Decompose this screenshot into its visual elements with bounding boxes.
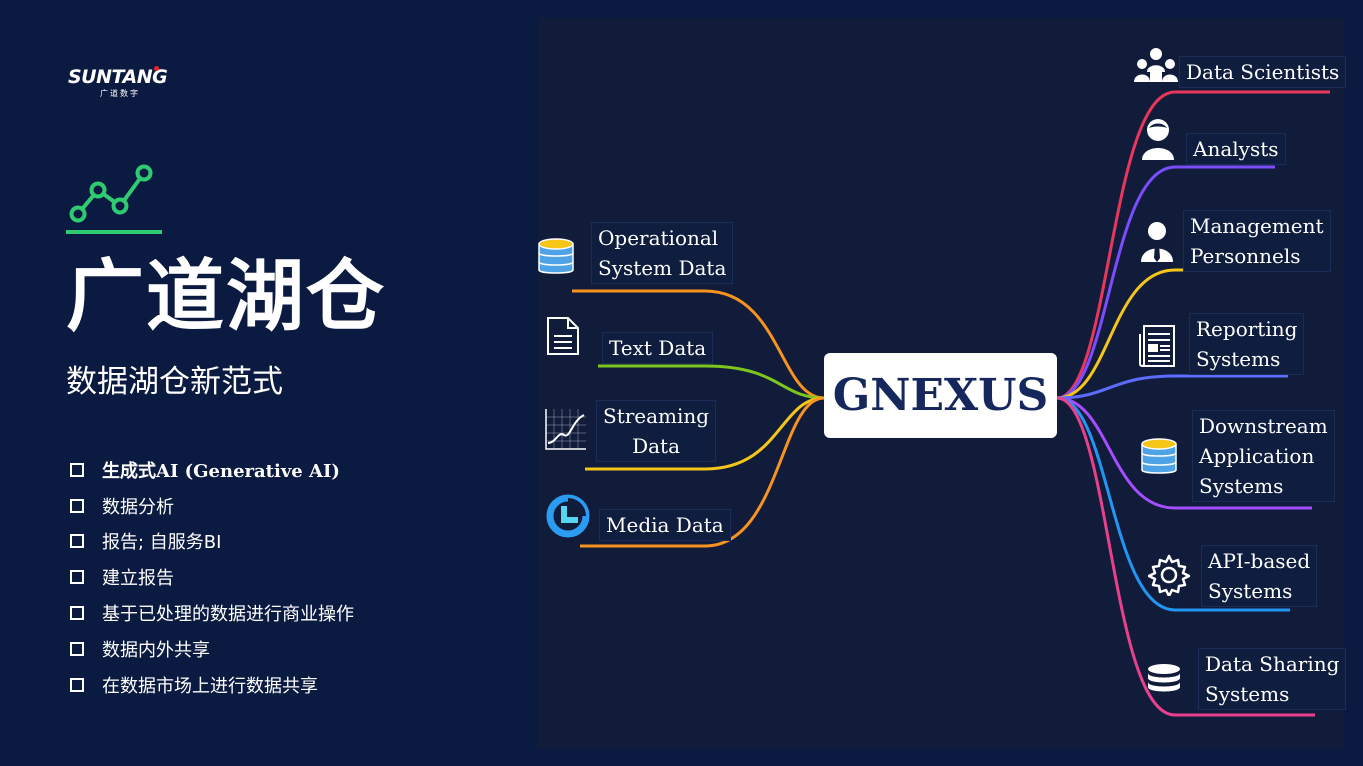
- checkbox-bullet-icon: [70, 570, 84, 585]
- report-icon: [1139, 325, 1175, 367]
- list-item: 基于已处理的数据进行商业操作: [70, 595, 354, 631]
- connector-media: [580, 396, 825, 548]
- consumer-label-data-sharing: Data Sharing Systems: [1198, 648, 1347, 710]
- media-icon: [546, 494, 590, 538]
- checkbox-bullet-icon: [70, 641, 84, 656]
- source-label-operational: Operational System Data: [591, 222, 734, 284]
- connector-management: [1056, 268, 1317, 400]
- list-item-text: 在数据市场上进行数据共享: [102, 675, 318, 697]
- logo-text: SUNTANG: [68, 66, 168, 88]
- checkbox-bullet-icon: [70, 498, 84, 513]
- center-node: GNEXUS: [824, 353, 1057, 438]
- feature-list: 生成式AI (Generative AI) 数据分析 报告; 自服务BI 建立报…: [70, 452, 354, 703]
- list-item-text: 建立报告: [102, 568, 174, 590]
- page-subtitle: 数据湖仓新范式: [66, 364, 283, 400]
- document-icon: [547, 317, 579, 355]
- consumer-label-management: Management Personnels: [1183, 210, 1331, 272]
- connector-downstream: [1056, 396, 1312, 510]
- consumer-label-api: API-based Systems: [1201, 545, 1318, 607]
- source-label-text: Text Data: [602, 332, 714, 364]
- list-item: 数据分析: [70, 488, 354, 524]
- team-icon: [1134, 48, 1178, 82]
- connector-analysts: [1056, 165, 1275, 400]
- connector-reporting: [1056, 374, 1288, 400]
- consumer-label-data-scientists: Data Scientists: [1179, 56, 1347, 88]
- checkbox-bullet-icon: [70, 606, 84, 621]
- manager-icon: [1141, 222, 1173, 262]
- consumer-label-reporting: Reporting Systems: [1189, 313, 1305, 375]
- connector-text: [598, 364, 825, 400]
- connector-api: [1056, 396, 1290, 612]
- source-label-media: Media Data: [599, 509, 731, 541]
- connector-operational: [572, 289, 825, 400]
- consumer-label-downstream: Downstream Application Systems: [1192, 410, 1335, 502]
- page-title: 广道湖仓: [66, 251, 387, 342]
- checkbox-bullet-icon: [70, 677, 84, 692]
- growth-chart-icon: [66, 164, 162, 234]
- list-item-text: 生成式AI (Generative AI): [102, 460, 340, 482]
- list-item: 生成式AI (Generative AI): [70, 452, 354, 488]
- checkbox-bullet-icon: [70, 462, 84, 477]
- database-icon: [538, 238, 574, 274]
- list-item: 报告; 自服务BI: [70, 524, 354, 560]
- list-item: 数据内外共享: [70, 631, 354, 667]
- list-item: 在数据市场上进行数据共享: [70, 667, 354, 703]
- line-chart-icon: [545, 409, 586, 450]
- list-item: 建立报告: [70, 559, 354, 595]
- list-item-text: 数据内外共享: [102, 639, 210, 661]
- database-icon: [1141, 438, 1177, 474]
- gear-icon: [1148, 554, 1190, 596]
- list-item-text: 基于已处理的数据进行商业操作: [102, 604, 354, 626]
- connector-data-scientists: [1056, 90, 1330, 400]
- consumer-label-analysts: Analysts: [1186, 133, 1286, 165]
- list-item-text: 报告; 自服务BI: [102, 532, 222, 554]
- connector-streaming: [585, 396, 825, 471]
- person-icon: [1142, 119, 1174, 160]
- connector-data-sharing: [1056, 396, 1315, 717]
- suntang-logo: SUNTANG 广道数字: [68, 66, 188, 100]
- logo-subtext: 广道数字: [100, 89, 140, 98]
- checkbox-bullet-icon: [70, 534, 84, 549]
- storage-icon: [1148, 664, 1180, 692]
- source-label-streaming: Streaming Data: [596, 400, 717, 462]
- list-item-text: 数据分析: [102, 496, 174, 518]
- logo-dot: [154, 66, 159, 71]
